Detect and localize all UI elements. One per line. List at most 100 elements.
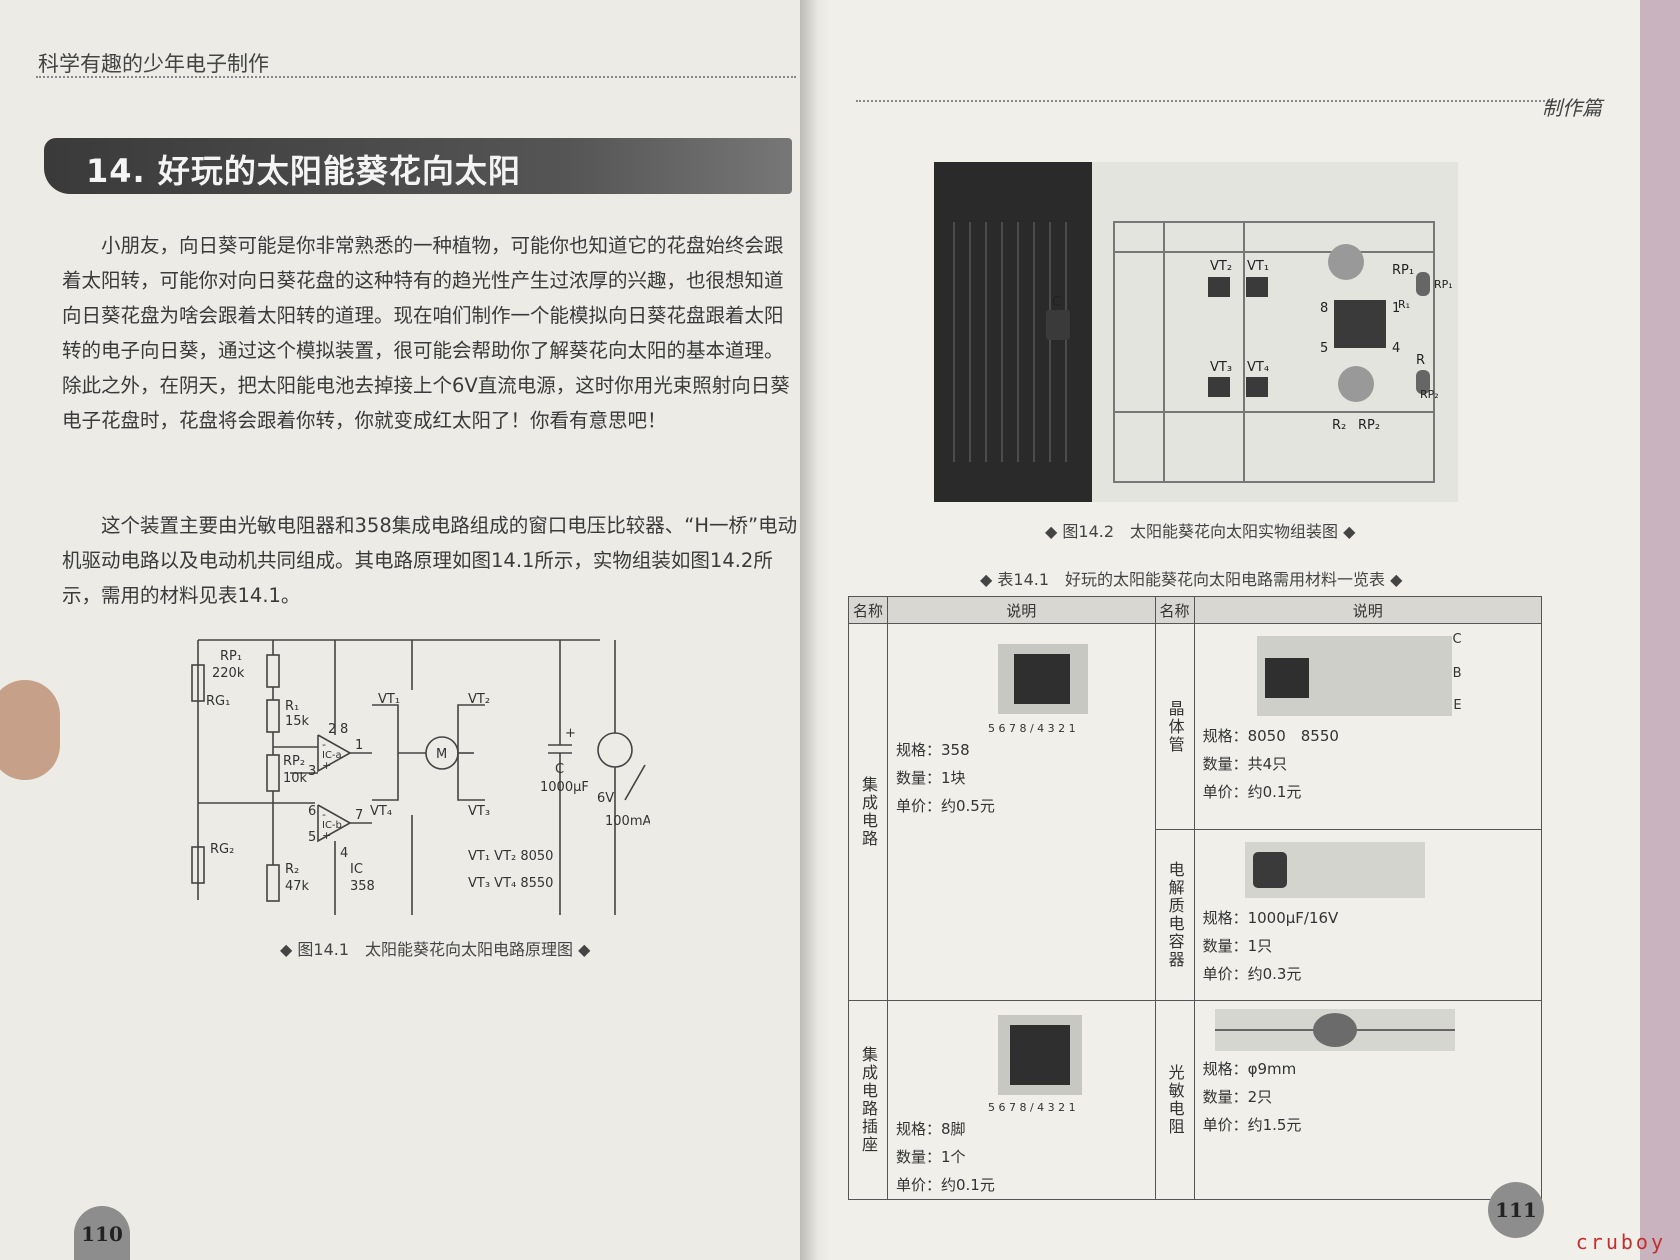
table-14-1-caption: ◆ 表14.1 好玩的太阳能葵花向太阳电路需用材料一览表 ◆ xyxy=(980,570,1403,589)
item-transistor-name: 晶体管 xyxy=(1165,699,1185,754)
label-rp2-val: 10k xyxy=(283,771,308,786)
label-pin7: 7 xyxy=(355,808,363,823)
item-transistor-desc: C B E 规格：8050 8550 数量：共4只 单价：约0.1元 xyxy=(1193,623,1543,830)
photo-label-pin1: 1 xyxy=(1392,301,1400,316)
label-src-i: 100mA xyxy=(605,814,650,829)
photo-label-rp2-b: RP₂ xyxy=(1358,418,1380,433)
item-socket-desc: 5 6 7 8 / 4 3 2 1 规格：8脚 数量：1个 单价：约0.1元 xyxy=(887,1000,1156,1200)
page-number-right: 111 xyxy=(1488,1182,1544,1238)
transistor-spec: 规格：8050 8550 xyxy=(1202,727,1339,745)
label-pin1: 1 xyxy=(355,738,363,753)
label-src-v: 6V xyxy=(597,791,614,806)
item-ldr-desc: 规格：φ9mm 数量：2只 单价：约1.5元 xyxy=(1193,1000,1543,1200)
label-rp1-val: 220k xyxy=(212,666,245,681)
running-head-right: 制作篇 xyxy=(1542,96,1602,120)
ldr-spec: 规格：φ9mm xyxy=(1202,1060,1297,1078)
label-rg1: RG₁ xyxy=(206,694,230,709)
circuit-schematic: RP₁ 220k RG₁ R₁ 15k RP₂ 10k RG₂ R₂ 47k I… xyxy=(191,639,650,915)
photo-label-r2: R₂ xyxy=(1332,418,1346,433)
photo-label-vt3: VT₃ xyxy=(1210,360,1232,375)
label-r2-val: 47k xyxy=(285,879,310,894)
transistor-price: 单价：约0.1元 xyxy=(1202,783,1302,801)
chapter-title-bar xyxy=(44,138,792,194)
label-ic-val: 358 xyxy=(350,879,375,894)
materials-table: 名称 说明 名称 说明 集成电路 5 6 7 8 / 4 3 2 1 规格：35… xyxy=(848,596,1543,1200)
ic-qty: 数量：1块 xyxy=(896,769,966,787)
label-rp1: RP₁ xyxy=(220,649,242,664)
book-gutter xyxy=(800,0,830,1260)
ic-spec: 规格：358 xyxy=(896,741,970,759)
label-pin2: 2 xyxy=(328,722,336,737)
label-cap-val: 1000μF xyxy=(540,780,589,795)
ic-pin-numbers: 5 6 7 8 / 4 3 2 1 xyxy=(988,722,1076,735)
label-cap-plus: + xyxy=(565,726,576,741)
label-ica-minus: - xyxy=(322,738,326,751)
capacitor-qty: 数量：1只 xyxy=(1202,937,1273,955)
label-pin6: 6 xyxy=(308,804,316,819)
photo-label-c: C xyxy=(1052,295,1061,310)
item-transistor-name-cell: 晶体管 xyxy=(1154,623,1195,830)
label-ica: IC-a xyxy=(322,750,342,761)
assembly-photo-drawing: VT₂ VT₁ VT₃ VT₄ C RP₁ RP₁ R₁ 8 1 5 4 R R… xyxy=(953,221,1453,483)
capacitor-spec: 规格：1000μF/16V xyxy=(1202,909,1339,927)
header-desc-left: 说明 xyxy=(887,596,1156,624)
ic-photo xyxy=(998,644,1088,714)
photo-label-rp1-b: RP₁ xyxy=(1434,278,1453,291)
thumb xyxy=(0,680,60,780)
header-rule-right xyxy=(856,100,1561,102)
header-name-left: 名称 xyxy=(848,596,888,624)
photo-label-rp1-a: RP₁ xyxy=(1392,263,1414,278)
label-ica-plus: + xyxy=(322,759,331,772)
photo-label-vt1: VT₁ xyxy=(1247,259,1269,274)
header-name-right: 名称 xyxy=(1154,596,1195,624)
label-motor: M xyxy=(436,747,447,762)
label-note1: VT₁ VT₂ 8050 xyxy=(468,849,553,864)
watermark: cruboy xyxy=(1575,1230,1666,1254)
label-note2: VT₃ VT₄ 8550 xyxy=(468,876,553,891)
photo-label-pin5: 5 xyxy=(1320,341,1328,356)
item-ic-desc: 5 6 7 8 / 4 3 2 1 规格：358 数量：1块 单价：约0.5元 xyxy=(887,623,1156,1001)
label-cap: C xyxy=(555,762,564,777)
label-rg2: RG₂ xyxy=(210,842,234,857)
transistor-photo: C B E xyxy=(1256,632,1462,716)
socket-pin-numbers: 5 6 7 8 / 4 3 2 1 xyxy=(988,1101,1076,1114)
figure-14-1-caption: ◆ 图14.1 太阳能葵花向太阳电路原理图 ◆ xyxy=(280,940,591,959)
header-rule xyxy=(36,76,796,78)
label-vt3: VT₃ xyxy=(468,804,490,819)
transistor-qty: 数量：共4只 xyxy=(1202,755,1288,773)
socket-qty: 数量：1个 xyxy=(896,1148,966,1166)
item-capacitor-name-cell: 电解质电容器 xyxy=(1154,829,1195,1001)
label-icb-plus: + xyxy=(322,829,331,842)
capacitor-price: 单价：约0.3元 xyxy=(1202,965,1302,983)
item-socket-name-cell: 集成电路插座 xyxy=(848,1000,888,1200)
header-desc-right: 说明 xyxy=(1193,596,1543,624)
item-ldr-name: 光敏电阻 xyxy=(1165,1064,1185,1136)
transistor-leg-c: C xyxy=(1452,632,1462,647)
label-r1: R₁ xyxy=(285,699,299,714)
photo-label-pin8: 8 xyxy=(1320,301,1328,316)
paragraph-2: 这个装置主要由光敏电阻器和358集成电路组成的窗口电压比较器、“H一桥”电动机驱… xyxy=(62,514,798,607)
label-r2: R₂ xyxy=(285,862,299,877)
label-icb-minus: - xyxy=(322,808,326,821)
item-ldr-name-cell: 光敏电阻 xyxy=(1154,1000,1195,1200)
photo-label-vt4: VT₄ xyxy=(1247,360,1269,375)
item-capacitor-desc: 规格：1000μF/16V 数量：1只 单价：约0.3元 xyxy=(1193,829,1543,1001)
item-ic-name-cell: 集成电路 xyxy=(848,623,888,1001)
photo-label-rp2-a: RP₂ xyxy=(1420,388,1439,401)
ldr-photo xyxy=(1214,1009,1455,1051)
ldr-qty: 数量：2只 xyxy=(1202,1088,1273,1106)
paragraph-1: 小朋友，向日葵可能是你非常熟悉的一种植物，可能你也知道它的花盘始终会跟着太阳转，… xyxy=(62,234,790,432)
label-pin3: 3 xyxy=(308,764,316,779)
label-ic: IC xyxy=(350,862,363,877)
item-socket-name: 集成电路插座 xyxy=(859,1046,878,1154)
photo-label-pin4: 4 xyxy=(1392,341,1400,356)
label-pin4: 4 xyxy=(340,846,348,861)
transistor-leg-b: B xyxy=(1452,666,1462,681)
socket-price: 单价：约0.1元 xyxy=(896,1176,995,1194)
photo-capacitor xyxy=(1046,310,1070,340)
label-vt4: VT₄ xyxy=(370,804,392,819)
socket-spec: 规格：8脚 xyxy=(896,1120,966,1138)
item-ic-name: 集成电路 xyxy=(859,776,878,848)
socket-photo xyxy=(998,1015,1082,1095)
label-vt2: VT₂ xyxy=(468,692,490,707)
